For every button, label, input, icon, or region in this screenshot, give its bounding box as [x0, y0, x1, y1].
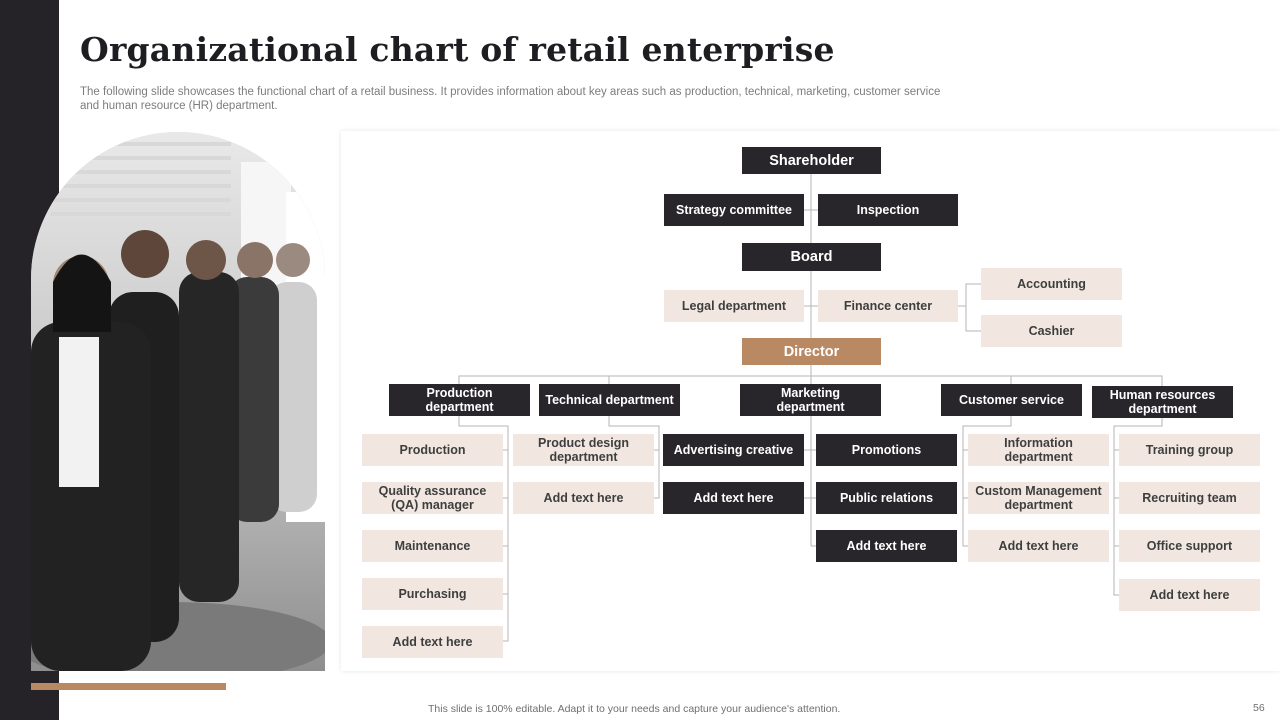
- production-department-box: Production department: [389, 384, 530, 416]
- quality-assurance-item: Quality assurance (QA) manager: [362, 482, 503, 514]
- marketing-right-add-text-item: Add text here: [816, 530, 957, 562]
- inspection-box: Inspection: [818, 194, 958, 226]
- director-box: Director: [742, 338, 881, 365]
- hr-add-text-item: Add text here: [1119, 579, 1260, 611]
- maintenance-item: Maintenance: [362, 530, 503, 562]
- office-support-item: Office support: [1119, 530, 1260, 562]
- page-number: 56: [1253, 702, 1265, 714]
- legal-department-box: Legal department: [664, 290, 804, 322]
- customer-service-box: Customer service: [941, 384, 1082, 416]
- training-group-item: Training group: [1119, 434, 1260, 466]
- finance-center-box: Finance center: [818, 290, 958, 322]
- public-relations-item: Public relations: [816, 482, 957, 514]
- accounting-box: Accounting: [981, 268, 1122, 300]
- purchasing-item: Purchasing: [362, 578, 503, 610]
- board-box: Board: [742, 243, 881, 271]
- marketing-department-box: Marketing department: [740, 384, 881, 416]
- cashier-box: Cashier: [981, 315, 1122, 347]
- technical-department-box: Technical department: [539, 384, 680, 416]
- team-photo: [31, 132, 325, 671]
- footer-note: This slide is 100% editable. Adapt it to…: [428, 703, 841, 715]
- technical-add-text-item: Add text here: [513, 482, 654, 514]
- recruiting-team-item: Recruiting team: [1119, 482, 1260, 514]
- production-add-text-item: Add text here: [362, 626, 503, 658]
- shareholder-box: Shareholder: [742, 147, 881, 174]
- production-item: Production: [362, 434, 503, 466]
- strategy-committee-box: Strategy committee: [664, 194, 804, 226]
- promotions-item: Promotions: [816, 434, 957, 466]
- slide-subtitle: The following slide showcases the functi…: [80, 86, 941, 112]
- accent-line: [31, 683, 226, 690]
- advertising-creative-item: Advertising creative: [663, 434, 804, 466]
- custom-management-item: Custom Management department: [968, 482, 1109, 514]
- human-resources-department-box: Human resources department: [1092, 386, 1233, 418]
- slide-title: Organizational chart of retail enterpris…: [80, 30, 835, 69]
- information-department-item: Information department: [968, 434, 1109, 466]
- customer-add-text-item: Add text here: [968, 530, 1109, 562]
- marketing-left-add-text-item: Add text here: [663, 482, 804, 514]
- product-design-item: Product design department: [513, 434, 654, 466]
